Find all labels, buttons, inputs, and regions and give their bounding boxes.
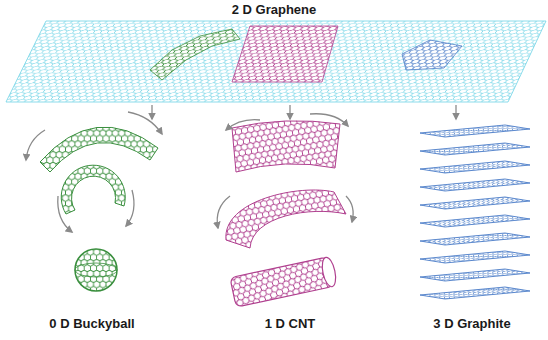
graphite-stack: [420, 125, 530, 299]
patch-ground: [402, 40, 462, 70]
graphite-layer: [420, 125, 530, 137]
curl-arrow: [58, 196, 72, 232]
diagram-title: 2 D Graphene: [232, 2, 317, 18]
structure-label: 3 D Graphite: [433, 316, 510, 332]
nanotube-body: [230, 257, 334, 307]
down-arrow: [455, 105, 456, 119]
graphene-sheet: [6, 21, 546, 102]
down-arrow: [151, 105, 152, 119]
buckyball-patch: [150, 29, 240, 80]
down-arrow: [289, 105, 290, 119]
curl-arrow: [126, 190, 134, 226]
curl-arrow: [310, 114, 348, 126]
buckyball-band: [75, 263, 117, 277]
curving-sheet: [232, 121, 340, 172]
structure-label: 1 D CNT: [265, 316, 316, 332]
graphite-layer: [420, 215, 530, 227]
graphite-layer: [420, 287, 530, 299]
curl-arrow: [26, 130, 45, 160]
buckyball: [75, 249, 117, 291]
curl-arrow: [128, 112, 162, 134]
graphite-layer: [420, 233, 530, 245]
graphite-layer: [420, 197, 530, 209]
graphite-layer: [420, 143, 530, 155]
nanotube-end: [320, 256, 338, 288]
curl-arrow: [217, 196, 230, 228]
graphite-layer: [420, 269, 530, 281]
folding-sheet: [61, 165, 125, 214]
graphite-layer: [420, 161, 530, 173]
curl-arrow: [226, 120, 260, 130]
patch-ground: [150, 29, 240, 80]
patch-ground: [232, 26, 338, 82]
nanotube: [230, 256, 338, 307]
structure-label: 0 D Buckyball: [49, 316, 134, 332]
rolling-sheet: [226, 190, 346, 248]
cnt-patch: [232, 26, 338, 82]
graphite-patch: [402, 40, 462, 70]
curl-arrow: [346, 196, 353, 222]
graphite-layer: [420, 179, 530, 191]
graphite-layer: [420, 251, 530, 263]
